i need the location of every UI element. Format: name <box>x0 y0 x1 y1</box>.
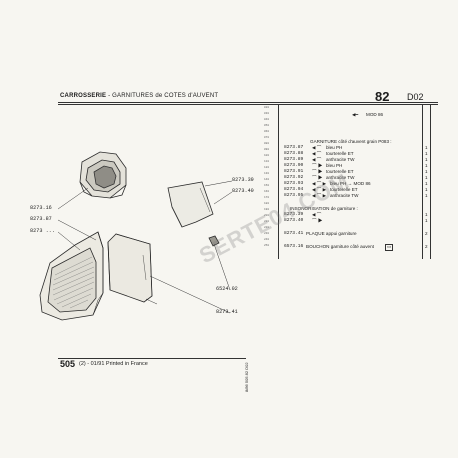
right-side-icon: ⌒ ▶ <box>312 175 323 180</box>
mod86-arrow-icon: ◀━ <box>352 112 359 117</box>
part-ref: 6573.16 <box>284 244 304 249</box>
right-side-icon: ⌒ ▶ <box>312 169 323 174</box>
table-col-divider <box>430 104 431 259</box>
part-ref: 8273.88 <box>284 151 304 156</box>
header-rule-thin <box>58 104 438 105</box>
model-number: 505 <box>60 359 76 369</box>
part-desc: tourterelle ET <box>326 151 354 156</box>
part-ref: 8273.93 <box>284 181 304 186</box>
right-side-icon: ⌒ ▶ <box>312 218 323 223</box>
callout-label: 8273 ... <box>30 228 55 234</box>
model-tag: MOD 86 <box>366 112 384 117</box>
part-desc: bleu PH <box>326 145 343 150</box>
left-side-icon: ◀ ⌒ <box>312 157 322 162</box>
part-ref: 8273.87 <box>284 145 304 150</box>
part-qty: 1 <box>425 175 428 180</box>
callout-label: 8273.40 <box>232 188 254 194</box>
speaker-grille-part <box>52 256 95 309</box>
part-desc: INSONORISATION de garniture : <box>290 206 358 211</box>
part-qty: 1 <box>425 193 428 198</box>
part-qty: 1 <box>425 151 428 156</box>
page-number: 82 <box>375 89 390 104</box>
part-desc: anthracite TW <box>326 157 355 162</box>
part-desc: anthracite TW <box>330 193 359 198</box>
insulation-pad-part <box>167 181 214 228</box>
part-qty: 2 <box>425 231 428 236</box>
callout-label: 6524.02 <box>216 286 238 292</box>
header-rule <box>58 102 438 103</box>
support-plate-part <box>107 233 153 303</box>
header-subtitle: - GARNITURES de COTES d'AUVENT <box>108 93 219 99</box>
part-qty: 1 <box>425 218 428 223</box>
part-desc: GARNITURE côté d'auvent grain P083 : <box>310 139 392 144</box>
part-desc: tourterelle ET <box>326 169 354 174</box>
callout-label: 8273.87 <box>30 216 52 222</box>
part-ref: 8273.40 <box>284 218 304 223</box>
header-title: CARROSSERIE <box>60 93 107 99</box>
part-qty: 1 <box>425 163 428 168</box>
part-desc: tourterelle ET <box>330 187 358 192</box>
part-qty: 1 <box>425 145 428 150</box>
part-ref: 8273.91 <box>284 169 304 174</box>
right-side-icon: ⌒ ▶ <box>312 163 323 168</box>
side-trim-panel-part <box>39 231 104 321</box>
table-col-divider <box>422 104 423 259</box>
part-qty: 1 <box>425 187 428 192</box>
part-desc: bleu PH → MOD 86 <box>330 181 371 186</box>
both-sides-icon: ◀ ⌒ ▶ <box>312 181 327 186</box>
callout-label: 8273.16 <box>30 205 52 211</box>
part-desc: bleu PH <box>326 163 343 168</box>
callout-label: 8273.39 <box>232 177 254 183</box>
footer-rule <box>58 358 246 359</box>
speaker-housing-part <box>79 151 127 199</box>
part-ref: 8273.95 <box>284 193 304 198</box>
part-qty: 2 <box>425 244 428 249</box>
section-code: D02 <box>407 92 424 102</box>
leader-lines <box>57 180 233 314</box>
table-col-divider <box>278 104 279 259</box>
side-code: 8/86 505 82 D02 <box>244 362 249 392</box>
box-symbol-icon: ▭ <box>385 244 394 251</box>
left-side-icon: ◀ ⌒ <box>312 145 322 150</box>
callout-label: 8273.41 <box>216 309 238 315</box>
left-side-icon: ◀ ⌒ <box>312 151 322 156</box>
left-side-icon: ◀ ⌒ <box>312 212 322 217</box>
part-desc: anthracite TW <box>326 175 355 180</box>
both-sides-icon: ◀ ⌒ ▶ <box>312 193 327 198</box>
part-desc: BOUCHON garniture côté auvent <box>306 244 374 249</box>
print-info: (2) - 01/91 Printed in France <box>79 361 148 367</box>
part-ref: 8273.41 <box>284 231 304 236</box>
part-qty: 1 <box>425 169 428 174</box>
part-qty: 1 <box>425 181 428 186</box>
plug-clip-part <box>208 235 220 247</box>
part-ref: 8273.39 <box>284 212 304 217</box>
part-ref: 8273.92 <box>284 175 304 180</box>
part-ref: 8273.94 <box>284 187 304 192</box>
both-sides-icon: ◀ ⌒ ▶ <box>312 187 327 192</box>
part-ref: 8273.90 <box>284 163 304 168</box>
part-qty: 1 <box>425 157 428 162</box>
part-desc: PLAQUE appui garniture <box>306 231 357 236</box>
part-qty: 1 <box>425 212 428 217</box>
part-ref: 8273.89 <box>284 157 304 162</box>
page-header: CARROSSERIE - GARNITURES de COTES d'AUVE… <box>60 93 218 99</box>
